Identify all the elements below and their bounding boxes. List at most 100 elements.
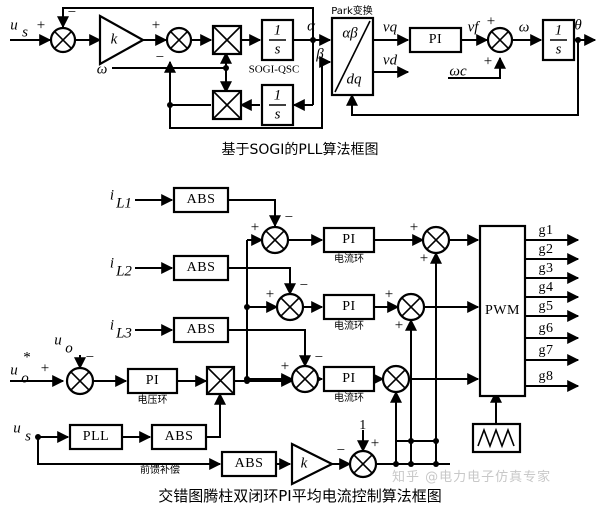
abs-label: ABS: [187, 192, 216, 207]
label-il3-sub: L3: [115, 325, 132, 341]
pll-block: PLL: [68, 423, 124, 451]
label-il1: i: [110, 187, 114, 203]
sum-junction-feedforward: [348, 449, 378, 479]
label-il3: i: [110, 317, 114, 333]
sign-sum-v-plus: +: [41, 360, 49, 376]
wire-abs3-to-sum-i3: [228, 329, 311, 368]
park-title-label: Park变换: [331, 4, 373, 17]
pwm-output-g5: g5: [525, 299, 580, 322]
integrator-block-3: 1 s: [541, 18, 576, 62]
sign-sum3-plus-a: +: [487, 13, 495, 29]
voltage-loop-label: 电压环: [138, 393, 168, 406]
label-uo: u: [54, 332, 62, 348]
sign-sum-o2-plus-b: +: [395, 317, 403, 333]
pi-block-current-2: PI: [322, 293, 376, 321]
sign-sum-i3-minus: −: [315, 349, 323, 365]
sum-junction-voltage: [65, 366, 95, 396]
label-us-sub: s: [22, 24, 28, 40]
junction-mult-out: [244, 378, 250, 384]
abs-block-feedforward: ABS: [220, 450, 278, 478]
current-loop-label-1: 电流环: [334, 252, 364, 265]
sign-sum-i2-plus: +: [266, 286, 274, 302]
sum-junction-3: [486, 26, 514, 54]
abs-block-il1: ABS: [172, 186, 230, 214]
wire-abs-up: [206, 418, 221, 438]
pwm-output-g6: g6: [525, 321, 580, 344]
pi-block-current-3: PI: [322, 365, 376, 393]
pwm-output-label: g7: [539, 343, 554, 358]
abs-label: ABS: [187, 322, 216, 337]
abs-label: ABS: [235, 456, 264, 471]
label-vf: vf: [468, 19, 481, 35]
sign-sum-o2-plus-a: +: [385, 286, 393, 302]
integrator-block-1: 1 s: [260, 18, 295, 62]
pi-block-voltage: PI: [126, 367, 179, 395]
integrator2-num: 1: [274, 87, 282, 103]
pwm-output-label: g3: [539, 261, 554, 276]
junction-ff-out3: [433, 461, 439, 467]
label-vd: vd: [383, 52, 398, 68]
pi-block-current-1: PI: [322, 226, 376, 254]
pwm-output-g8: g8: [525, 369, 580, 392]
pwm-output-label: g2: [539, 242, 554, 257]
abs-label: ABS: [187, 260, 216, 275]
sign-sum-o1-plus-a: +: [410, 219, 418, 235]
integrator1-num: 1: [274, 22, 282, 38]
sign-sum-v-minus: −: [86, 349, 94, 365]
sign-sum-i1-minus: −: [285, 209, 293, 225]
sign-sum3-plus-b: +: [484, 53, 492, 69]
carrier-generator-block: [471, 422, 522, 454]
gain-block-k: k: [98, 14, 146, 66]
current-loop-label-2: 电流环: [334, 319, 364, 332]
abs-label: ABS: [165, 429, 194, 444]
label-sogi-qsc: SOGI-QSC: [249, 64, 300, 76]
park-output-label: dq: [347, 71, 363, 87]
sum-junction-current-2: [275, 292, 305, 322]
label-us-bottom: u: [13, 420, 21, 436]
gain-k-label: k: [111, 31, 118, 47]
caption-totem-pole: 交错图腾柱双闭环PI平均电流控制算法框图: [158, 487, 442, 505]
sign-sum-ff-minus: −: [337, 442, 345, 458]
sign-sum-i3-plus: +: [281, 358, 289, 374]
wire-beta-route: [169, 62, 323, 129]
abs-block-il2: ABS: [172, 254, 230, 282]
label-vq: vq: [383, 19, 398, 35]
pll-label: PLL: [83, 429, 109, 444]
multiplier-block-2: [211, 89, 243, 121]
sign-sum-o1-plus-b: +: [420, 250, 428, 266]
pi-label: PI: [342, 232, 355, 247]
integrator-block-2: 1 s: [260, 83, 295, 127]
sum-junction-current-1: [260, 225, 290, 255]
pwm-output-label: g8: [539, 369, 554, 384]
pwm-output-g7: g7: [525, 343, 580, 366]
sum-junction-1: [49, 26, 77, 54]
feedforward-label: 前馈补偿: [140, 463, 180, 476]
sum-junction-out-2: [396, 292, 426, 322]
watermark: 知乎 @电力电子仿真专家: [392, 470, 552, 485]
multiplier-block-reference: [205, 365, 236, 396]
label-uo-sub: o: [65, 340, 73, 356]
sum-junction-current-3: [290, 364, 320, 394]
abs-block-pll: ABS: [150, 423, 208, 451]
sum-junction-out-1: [421, 225, 451, 255]
pwm-output-label: g4: [539, 280, 554, 295]
label-omega-out: ω: [519, 19, 530, 35]
sign-sum2-minus: −: [156, 49, 164, 65]
label-il2-sub: L2: [115, 263, 132, 279]
park-transform-block: αβ dq: [330, 16, 375, 97]
multiplier-block-1: [211, 24, 243, 56]
junction-ff-out2: [408, 461, 414, 467]
label-theta: θ: [574, 17, 582, 33]
current-loop-label-3: 电流环: [334, 391, 364, 404]
sign-sum-i2-minus: −: [300, 277, 308, 293]
sign-sum2-plus: +: [152, 17, 160, 33]
integrator3-num: 1: [555, 22, 563, 38]
pi-label: PI: [342, 371, 355, 386]
pwm-output-label: g5: [539, 299, 554, 314]
label-il1-sub: L1: [115, 195, 132, 211]
wire-alpha-feedback-sum1: [57, 7, 314, 40]
pi-block-pll: PI: [408, 26, 463, 54]
pi-label: PI: [342, 299, 355, 314]
